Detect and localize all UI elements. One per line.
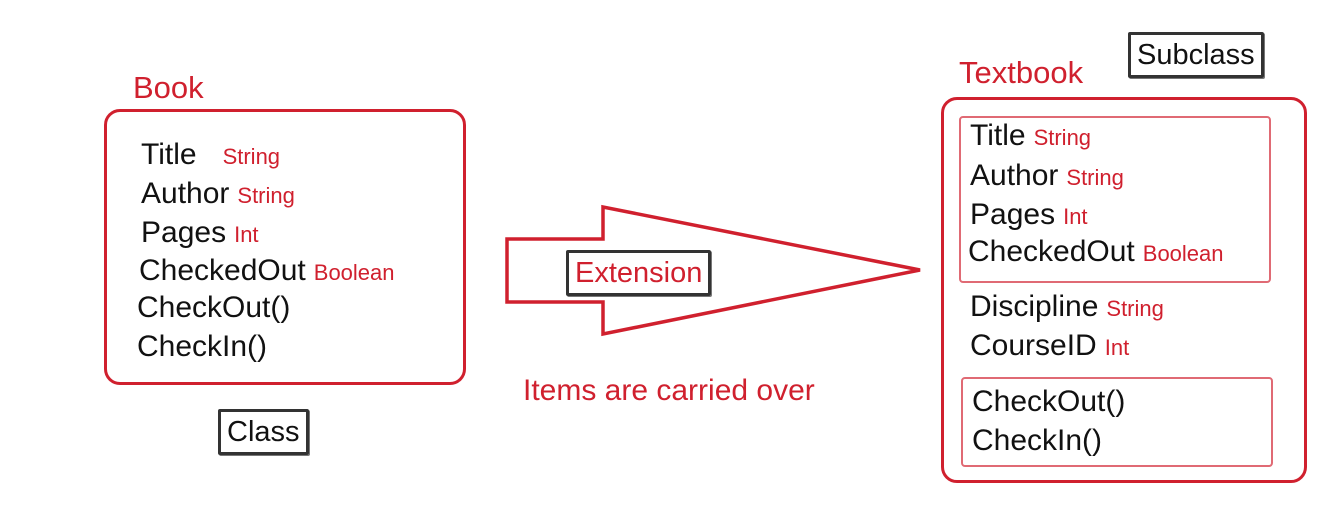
field-name: Pages bbox=[970, 198, 1056, 231]
member-name: Title bbox=[141, 138, 197, 171]
field-name: CourseID bbox=[970, 329, 1097, 362]
book-member-title: Title String bbox=[141, 138, 280, 172]
field-type: String bbox=[1106, 296, 1164, 321]
member-type: Boolean bbox=[313, 260, 395, 285]
textbook-field-discipline: Discipline String bbox=[970, 290, 1164, 324]
inherited-fields-box bbox=[959, 116, 1271, 283]
field-name: CheckedOut bbox=[968, 235, 1135, 268]
class-tag: Class bbox=[218, 409, 309, 455]
book-member-checkout: CheckOut() bbox=[137, 291, 290, 325]
field-type: Int bbox=[1063, 204, 1088, 229]
textbook-method-checkout: CheckOut() bbox=[972, 385, 1125, 419]
member-name: Author bbox=[141, 177, 230, 210]
book-member-checkedout: CheckedOut Boolean bbox=[139, 254, 395, 288]
method-name: CheckIn() bbox=[972, 424, 1103, 457]
textbook-field-checkedout: CheckedOut Boolean bbox=[968, 235, 1224, 269]
field-name: Discipline bbox=[970, 290, 1099, 323]
textbook-field-courseid: CourseID Int bbox=[970, 329, 1129, 363]
subclass-tag: Subclass bbox=[1128, 32, 1264, 78]
member-name: Pages bbox=[141, 216, 227, 249]
extension-arrow-shape bbox=[505, 204, 921, 337]
book-class-title: Book bbox=[133, 70, 204, 105]
field-name: Title bbox=[970, 119, 1026, 152]
textbook-method-checkin: CheckIn() bbox=[972, 424, 1102, 458]
book-class-box bbox=[104, 109, 466, 385]
field-type: Int bbox=[1104, 335, 1130, 360]
book-member-checkin: CheckIn() bbox=[137, 330, 267, 364]
book-member-author: Author String bbox=[141, 177, 295, 211]
field-type: Boolean bbox=[1142, 241, 1224, 266]
member-name: CheckIn() bbox=[137, 330, 268, 363]
book-member-pages: Pages Int bbox=[141, 216, 259, 250]
member-type: Int bbox=[234, 222, 259, 247]
inherited-methods-box bbox=[961, 377, 1273, 467]
member-type: String bbox=[222, 144, 281, 169]
field-name: Author bbox=[970, 159, 1059, 192]
method-name: CheckOut() bbox=[972, 385, 1126, 418]
carry-over-caption: Items are carried over bbox=[523, 374, 815, 407]
member-name: CheckedOut bbox=[139, 254, 306, 287]
extension-tag: Extension bbox=[566, 250, 712, 296]
field-type: String bbox=[1066, 165, 1124, 190]
member-name: CheckOut() bbox=[137, 291, 291, 324]
textbook-field-author: Author String bbox=[970, 159, 1124, 193]
member-type: String bbox=[237, 183, 295, 208]
textbook-field-pages: Pages Int bbox=[970, 198, 1088, 232]
textbook-subclass-title: Textbook bbox=[959, 55, 1084, 90]
field-type: String bbox=[1033, 125, 1092, 150]
textbook-field-title: Title String bbox=[970, 119, 1091, 153]
textbook-subclass-box bbox=[941, 97, 1307, 483]
